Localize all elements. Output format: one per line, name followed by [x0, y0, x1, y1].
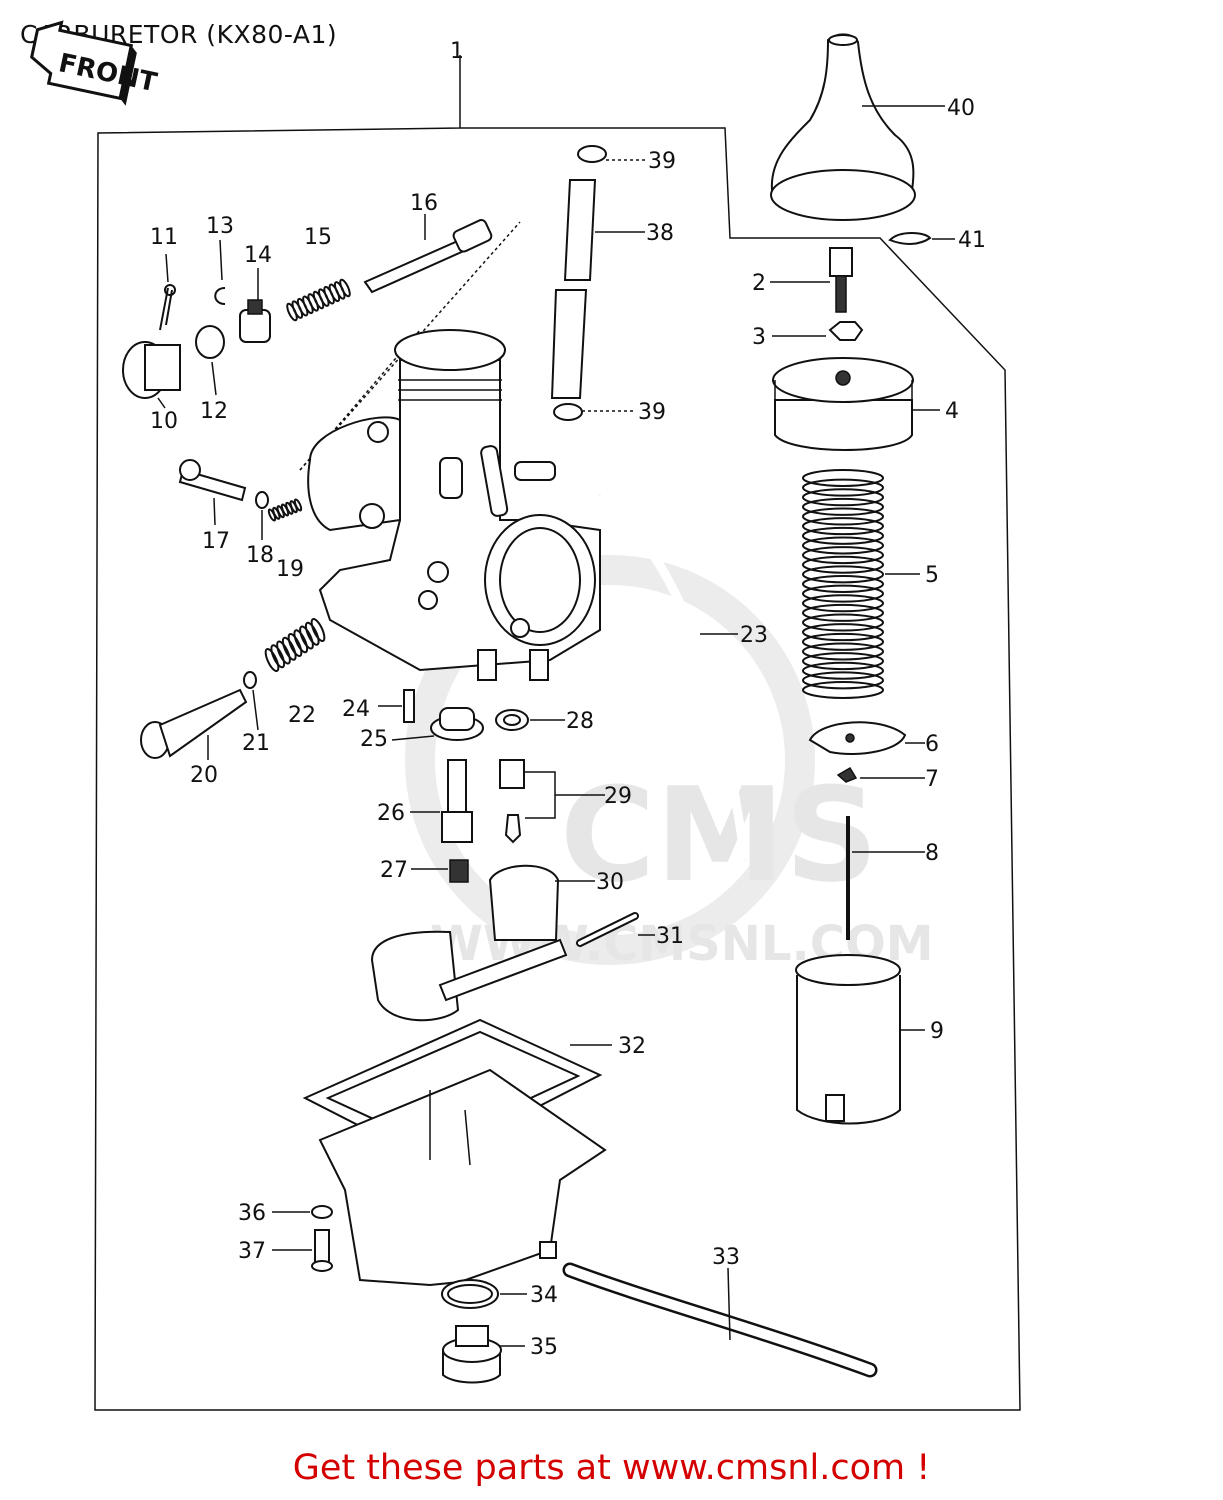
part-29-float-valve — [499, 759, 605, 844]
label-10: 10 — [150, 409, 178, 434]
part-27-main-jet — [411, 859, 469, 883]
label-11: 11 — [150, 225, 178, 250]
part-6-plate — [808, 721, 925, 755]
label-40: 40 — [947, 96, 975, 121]
part-14-fitting — [239, 268, 271, 343]
part-39-clamp-bottom — [553, 403, 636, 421]
label-28: 28 — [566, 709, 594, 734]
label-32: 32 — [618, 1034, 646, 1059]
label-23: 23 — [740, 623, 768, 648]
front-arrow-icon: FRONT — [30, 20, 160, 106]
part-25-holder — [391, 707, 484, 741]
label-39-top: 39 — [648, 149, 676, 174]
callout-labels: 1 2 3 4 5 6 7 8 9 10 11 12 13 14 15 16 1… — [150, 39, 986, 1360]
label-39-bottom: 39 — [638, 400, 666, 425]
part-5-spring — [802, 469, 920, 699]
label-21: 21 — [242, 731, 270, 756]
part-10-cap — [122, 341, 181, 409]
label-22: 22 — [288, 703, 316, 728]
label-33: 33 — [712, 1245, 740, 1270]
part-23-tube — [597, 491, 750, 861]
label-3: 3 — [752, 325, 766, 350]
part-15-spring — [286, 278, 351, 322]
part-31-pin — [576, 912, 655, 947]
part-11-cotter-pin — [159, 253, 176, 331]
label-12: 12 — [200, 399, 228, 424]
label-4: 4 — [945, 399, 959, 424]
part-13-circlip — [214, 239, 226, 305]
label-18: 18 — [246, 543, 274, 568]
part-7-clip — [836, 766, 925, 783]
float-bowl — [318, 1068, 607, 1287]
label-1: 1 — [450, 39, 464, 64]
label-41: 41 — [958, 228, 986, 253]
label-20: 20 — [190, 763, 218, 788]
part-12-bushing — [195, 325, 225, 396]
label-38: 38 — [646, 221, 674, 246]
part-21-washer — [243, 671, 259, 731]
label-31: 31 — [656, 924, 684, 949]
part-17-screw — [178, 459, 247, 526]
label-9: 9 — [930, 1019, 944, 1044]
label-5: 5 — [925, 563, 939, 588]
part-18-washer — [255, 491, 269, 540]
label-6: 6 — [925, 732, 939, 757]
part-37-screw — [272, 1229, 333, 1272]
part-4-top-cap — [772, 357, 940, 451]
label-36: 36 — [238, 1201, 266, 1226]
label-16: 16 — [410, 191, 438, 216]
label-29: 29 — [604, 784, 632, 809]
label-7: 7 — [925, 767, 939, 792]
part-19-spring — [267, 498, 303, 522]
label-15: 15 — [304, 225, 332, 250]
label-37: 37 — [238, 1239, 266, 1264]
label-8: 8 — [925, 841, 939, 866]
watermark-big: CMS — [560, 759, 878, 911]
part-33-drain-tube — [562, 1262, 878, 1378]
part-39-clamp-top — [577, 145, 645, 163]
label-2: 2 — [752, 271, 766, 296]
label-26: 26 — [377, 801, 405, 826]
label-19: 19 — [276, 557, 304, 582]
part-34-o-ring — [441, 1279, 527, 1309]
part-22-spring — [264, 617, 326, 673]
label-34: 34 — [530, 1283, 558, 1308]
part-28-washer — [495, 709, 565, 731]
footer-promo-link[interactable]: Get these parts at www.cmsnl.com ! — [292, 1448, 931, 1488]
label-25: 25 — [360, 727, 388, 752]
label-35: 35 — [530, 1335, 558, 1360]
label-27: 27 — [380, 858, 408, 883]
part-2-adjuster — [770, 247, 853, 313]
part-30-float — [488, 864, 595, 941]
part-3-nut — [772, 321, 864, 341]
part-24-jet — [378, 689, 415, 723]
label-14: 14 — [244, 243, 272, 268]
part-26-needle-jet — [410, 759, 473, 843]
part-8-needle — [846, 816, 925, 940]
label-24: 24 — [342, 697, 370, 722]
part-20-air-screw — [140, 688, 248, 760]
carburetor-body — [307, 329, 601, 681]
label-13: 13 — [206, 214, 234, 239]
part-9-slide — [795, 954, 925, 1125]
part-36-washer — [272, 1205, 333, 1219]
label-17: 17 — [202, 529, 230, 554]
part-40-cap — [770, 33, 945, 221]
float-assembly — [370, 930, 568, 1022]
part-16-plunger — [363, 214, 493, 294]
part-41-clip — [888, 232, 955, 245]
part-38-tube — [550, 179, 645, 399]
label-30: 30 — [596, 870, 624, 895]
exploded-diagram: CMS WWW.CMSNL.COM FRONT — [30, 20, 1021, 1411]
part-35-plug — [442, 1325, 525, 1384]
